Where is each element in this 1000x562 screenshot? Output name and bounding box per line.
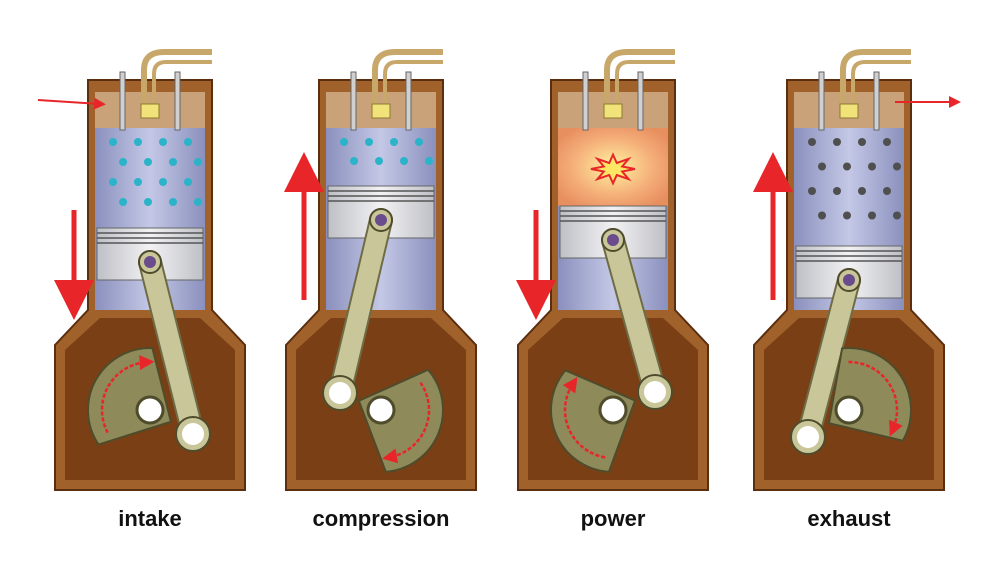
mixture-particle — [350, 157, 358, 165]
valve-icon — [350, 71, 357, 131]
fuel-pipe — [152, 60, 212, 110]
valve-icon — [119, 71, 126, 131]
spark-plug-icon — [371, 103, 391, 119]
wrist-pin — [607, 234, 619, 246]
wrist-pin — [375, 214, 387, 226]
exhaust-particle — [868, 162, 876, 171]
exhaust-particle — [883, 138, 891, 146]
valve-icon — [818, 71, 825, 131]
mixture-particle — [134, 138, 142, 146]
mixture-particle — [340, 138, 348, 146]
fuel-pipe — [141, 49, 212, 110]
crankshaft-journal — [135, 395, 165, 425]
wrist-pin — [144, 256, 156, 268]
fuel-pipe — [383, 60, 443, 110]
rotation-arrow-icon — [562, 376, 606, 459]
exhaust-particle — [868, 211, 876, 220]
mixture-particle — [194, 158, 202, 166]
exhaust-particle — [843, 162, 851, 171]
mixture-particle — [109, 178, 117, 186]
exhaust-particle — [833, 138, 841, 146]
valve-icon — [174, 71, 181, 131]
exhaust-particle — [843, 211, 851, 220]
crank-pin — [797, 426, 819, 448]
stroke-label-exhaust: exhaust — [807, 506, 891, 531]
engine-exhaust — [753, 49, 961, 491]
mixture-particle — [375, 157, 383, 165]
fuel-pipe — [851, 60, 911, 110]
fuel-pipe — [840, 49, 911, 110]
mixture-particle — [169, 158, 177, 166]
mixture-particle — [169, 198, 177, 206]
engine-power — [516, 49, 709, 491]
mixture-particle — [184, 138, 192, 146]
exhaust-particle — [808, 187, 816, 195]
exhaust-particle — [818, 162, 826, 171]
valve-icon — [582, 71, 589, 131]
mixture-particle — [134, 178, 142, 186]
crank-pin — [182, 423, 204, 445]
fuel-pipe — [604, 49, 675, 110]
mixture-particle — [144, 158, 152, 166]
rotation-arrow-icon — [848, 360, 903, 437]
connecting-rod — [798, 270, 859, 447]
mixture-particle — [194, 198, 202, 206]
mixture-particle — [144, 198, 152, 206]
mixture-particle — [415, 138, 423, 146]
spark-plug-icon — [140, 103, 160, 119]
connecting-rod — [140, 252, 203, 444]
stroke-label-power: power — [581, 506, 646, 531]
mixture-particle — [365, 138, 373, 146]
valve-icon — [873, 71, 880, 131]
crank-pin — [329, 382, 351, 404]
exhaust-particle — [893, 162, 901, 171]
mixture-particle — [159, 138, 167, 146]
mixture-particle — [119, 198, 127, 206]
exhaust-particle — [858, 187, 866, 195]
exhaust-particle — [808, 138, 816, 146]
explosion-icon — [590, 152, 636, 186]
connecting-rod — [603, 230, 665, 402]
crank-pin — [644, 381, 666, 403]
rotation-arrow-icon — [100, 355, 155, 434]
exhaust-particle — [883, 187, 891, 195]
crankshaft-journal — [598, 395, 628, 425]
mixture-particle — [400, 157, 408, 165]
mixture-particle — [109, 138, 117, 146]
mixture-particle — [390, 138, 398, 146]
rotation-arrow-icon — [382, 381, 431, 464]
wrist-pin — [843, 274, 855, 286]
stroke-label-intake: intake — [118, 506, 182, 531]
exhaust-particle — [833, 187, 841, 195]
mixture-particle — [159, 178, 167, 186]
stroke-label-compression: compression — [313, 506, 450, 531]
intake-flow-arrow-icon — [37, 97, 106, 110]
crank-counterweight — [357, 368, 444, 473]
mixture-particle — [184, 178, 192, 186]
crankshaft-journal — [834, 395, 864, 425]
fuel-pipe — [615, 60, 675, 110]
engine-compression — [284, 49, 477, 491]
crankshaft-journal — [366, 395, 396, 425]
connecting-rod — [330, 210, 391, 403]
valve-icon — [405, 71, 412, 131]
mixture-particle — [119, 158, 127, 166]
spark-plug-icon — [603, 103, 623, 119]
exhaust-particle — [893, 211, 901, 220]
spark-plug-icon — [839, 103, 859, 119]
mixture-particle — [425, 157, 433, 165]
engine-intake — [37, 49, 246, 491]
fuel-pipe — [372, 49, 443, 110]
valve-icon — [637, 71, 644, 131]
exhaust-particle — [858, 138, 866, 146]
exhaust-particle — [818, 211, 826, 220]
